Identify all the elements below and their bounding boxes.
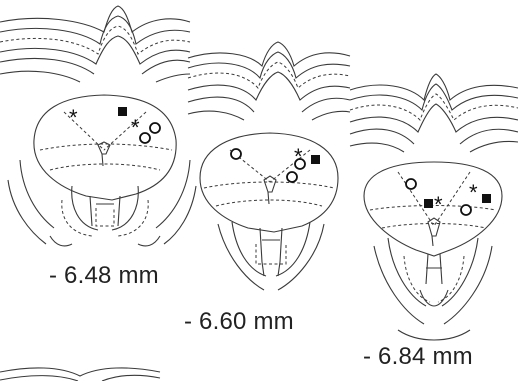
- asterisk-marker: *: [131, 115, 140, 140]
- section-b-markers: *: [231, 144, 320, 182]
- open-circle-marker: [231, 149, 241, 159]
- section-a-brainstem: [8, 95, 196, 246]
- section-level-label: - 6.60 mm: [184, 308, 294, 336]
- asterisk-marker: *: [69, 105, 78, 130]
- open-circle-marker: [150, 123, 160, 133]
- filled-square-marker: [482, 194, 491, 203]
- section-level-label: - 6.48 mm: [49, 262, 159, 290]
- open-circle-marker: [295, 159, 305, 169]
- open-circle-marker: [406, 179, 416, 189]
- open-circle-marker: [140, 133, 150, 143]
- asterisk-marker: *: [434, 192, 443, 217]
- section-level-label: - 6.84 mm: [363, 343, 473, 371]
- section-c-markers: * *: [406, 179, 491, 217]
- brain-section-a: * *: [0, 6, 196, 246]
- section-b-cortex: [188, 42, 350, 120]
- brain-section-b: *: [188, 42, 350, 290]
- filled-square-marker: [118, 107, 127, 116]
- brain-section-c: * *: [350, 74, 518, 340]
- section-c-cortex: [350, 74, 518, 152]
- section-c-brainstem: [364, 162, 502, 340]
- open-circle-marker: [461, 205, 471, 215]
- section-a-cortex: [0, 6, 190, 82]
- filled-square-marker: [311, 155, 320, 164]
- open-circle-marker: [287, 172, 297, 182]
- filled-square-marker: [424, 199, 433, 208]
- asterisk-marker: *: [469, 180, 478, 205]
- partial-section-outline: [0, 368, 160, 381]
- section-a-markers: * *: [69, 105, 160, 143]
